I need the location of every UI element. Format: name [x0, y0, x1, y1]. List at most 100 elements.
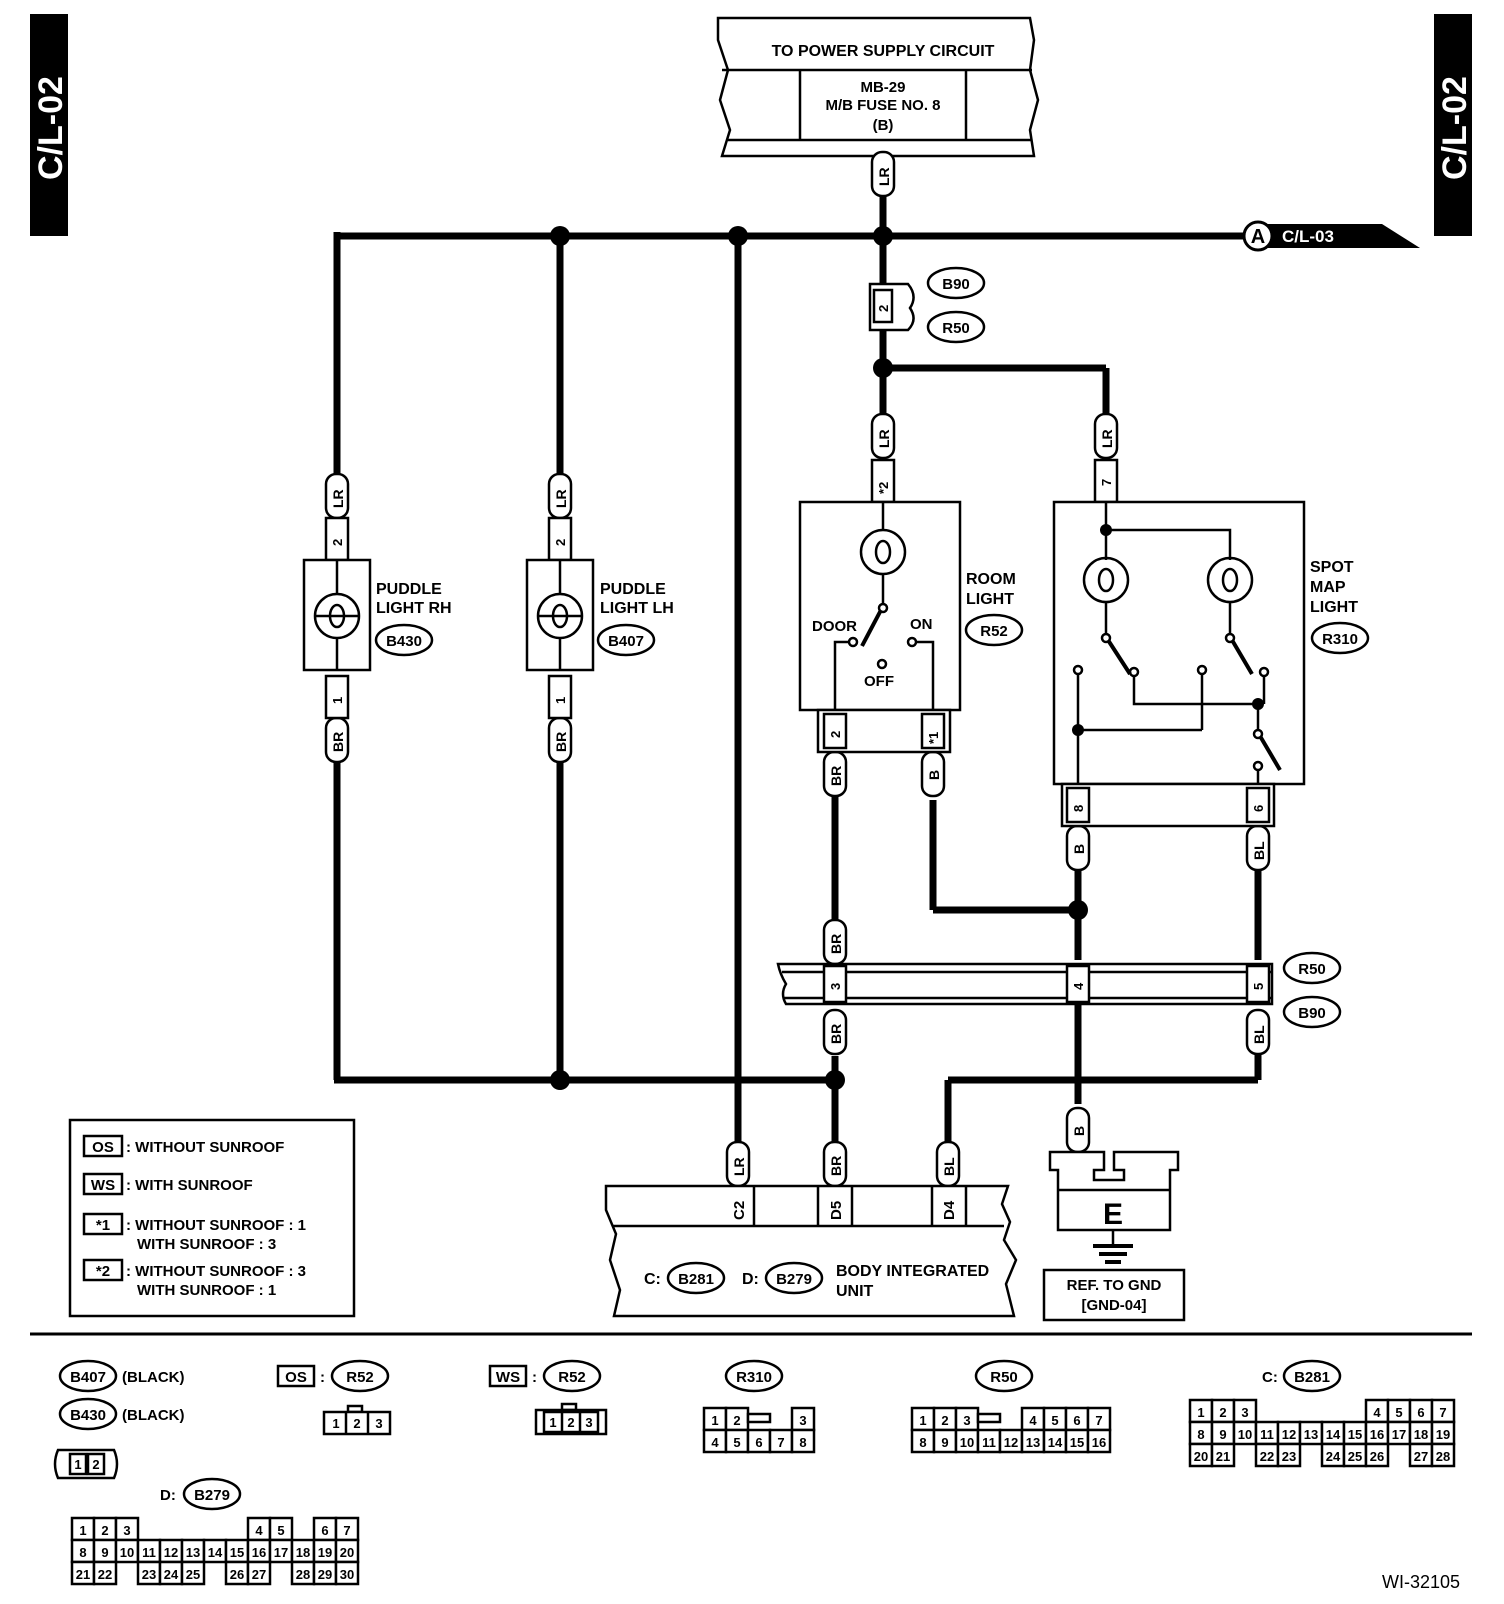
pin-number: 1: [79, 1523, 86, 1538]
biu-line1: BODY INTEGRATED: [836, 1263, 989, 1280]
svg-text:1: 1: [332, 1416, 339, 1431]
pin-number: 4: [255, 1523, 263, 1538]
pin-number: 15: [1070, 1435, 1084, 1450]
svg-text:B: B: [1071, 1126, 1087, 1136]
pin-number: 14: [1048, 1435, 1063, 1450]
connector-b90-r50-top: 2 B90 R50: [868, 266, 986, 344]
legend-code-3: *2: [96, 1263, 110, 1280]
spot-map-light: 7 8 6 SPOT MAP: [1052, 458, 1370, 828]
conn-b90-harness: B90: [1298, 1005, 1326, 1022]
pin-number: 5: [1395, 1405, 1402, 1420]
tag-br-mid: BR: [822, 918, 848, 966]
puddle-lh-line2: LIGHT LH: [600, 600, 674, 617]
tag-lr-supply: LR: [870, 150, 896, 198]
svg-text:R52: R52: [558, 1369, 586, 1386]
svg-text:BR: BR: [828, 766, 844, 786]
pin-number: 4: [711, 1435, 719, 1450]
conn-r50-top: R50: [942, 320, 970, 337]
svg-text:BL: BL: [1251, 1025, 1267, 1044]
pin-number: 19: [1436, 1427, 1450, 1442]
pin-number: 12: [1282, 1427, 1296, 1442]
legend-code-0: OS: [92, 1139, 114, 1156]
svg-text:R50: R50: [990, 1369, 1018, 1386]
legend-text-2: : WITHOUT SUNROOF : 1: [126, 1217, 306, 1234]
svg-text:1: 1: [549, 1415, 556, 1430]
pin-number: 7: [343, 1523, 350, 1538]
svg-text:WS: WS: [496, 1369, 520, 1386]
pin-number: 5: [1051, 1413, 1058, 1428]
pin-number: 1: [711, 1413, 718, 1428]
pin-number: 3: [963, 1413, 970, 1428]
puddle-light-lh: 2 1 PUDDLE LIGHT LH B407: [525, 516, 674, 720]
svg-text:R52: R52: [346, 1369, 374, 1386]
svg-text:*2: *2: [876, 482, 891, 494]
pin-number: 23: [142, 1567, 156, 1582]
pin-number: 18: [296, 1545, 310, 1560]
legend-text-3: : WITHOUT SUNROOF : 3: [126, 1263, 306, 1280]
pin-number: 3: [1241, 1405, 1248, 1420]
svg-text:B430: B430: [70, 1407, 106, 1424]
pin-number: 12: [164, 1545, 178, 1560]
pin-number: 19: [318, 1545, 332, 1560]
view-b407-body: 1 2: [53, 1448, 119, 1480]
view-r52-ws-body: 1 2 3: [534, 1402, 608, 1436]
puddle-lh-line1: PUDDLE: [600, 581, 666, 598]
pin-number: 14: [1326, 1427, 1341, 1442]
pin-number: 10: [1238, 1427, 1252, 1442]
page-tag-right-text: C/L-02: [1436, 76, 1474, 180]
room-line2: LIGHT: [966, 591, 1014, 608]
pin-number: 8: [799, 1435, 806, 1450]
svg-text:2: 2: [567, 1415, 574, 1430]
pin-number: 20: [1194, 1449, 1208, 1464]
svg-text:B: B: [926, 770, 942, 780]
page-tag-left-text: C/L-02: [32, 76, 70, 180]
conn-b90-top: B90: [942, 276, 970, 293]
pin-number: 3: [799, 1413, 806, 1428]
conn-r50-harness: R50: [1298, 961, 1326, 978]
pin-number: 16: [252, 1545, 266, 1560]
svg-text:LR: LR: [876, 167, 892, 186]
view-r52-os-body: 1 2 3: [322, 1404, 392, 1436]
puddle-rh-line2: LIGHT RH: [376, 600, 452, 617]
svg-text:1: 1: [553, 697, 568, 704]
wire-tags: LR LR LR LR LR BR BR BR B B BL BR BR BL …: [324, 150, 1271, 1188]
svg-text:B279: B279: [194, 1487, 230, 1504]
pin-number: 18: [1414, 1427, 1428, 1442]
svg-text:BR: BR: [828, 1156, 844, 1176]
tag-lr-room: LR: [870, 412, 896, 460]
svg-text:B281: B281: [1294, 1369, 1330, 1386]
puddle-light-rh: 2 1 PUDDLE LIGHT RH B430: [302, 516, 452, 720]
svg-text:5: 5: [1251, 983, 1266, 990]
conn-r310: R310: [1322, 631, 1358, 648]
pin-number: 10: [120, 1545, 134, 1560]
pin-number: 6: [1073, 1413, 1080, 1428]
pin-number: 29: [318, 1567, 332, 1582]
pin-number: 16: [1370, 1427, 1384, 1442]
pin-number: 20: [340, 1545, 354, 1560]
svg-text:1: 1: [330, 697, 345, 704]
pin-number: 6: [1417, 1405, 1424, 1420]
svg-text:2: 2: [330, 539, 345, 546]
pin-number: 9: [941, 1435, 948, 1450]
svg-text:C2: C2: [731, 1201, 748, 1220]
tag-br-lh: BR: [547, 716, 573, 764]
conn-b279: B279: [776, 1271, 812, 1288]
tag-b-spot: B: [1065, 824, 1091, 872]
pin-number: 26: [1370, 1449, 1384, 1464]
svg-text:LR: LR: [330, 489, 346, 508]
pin-number: 5: [733, 1435, 740, 1450]
room-line1: ROOM: [966, 571, 1016, 588]
pin-number: 28: [296, 1567, 310, 1582]
legend-code-1: WS: [91, 1177, 115, 1194]
pin-number: 24: [1326, 1449, 1341, 1464]
pin-number: 23: [1282, 1449, 1296, 1464]
pin-number: 2: [1219, 1405, 1226, 1420]
svg-text::: :: [532, 1369, 537, 1386]
spot-line1: SPOT: [1310, 559, 1354, 576]
pin-number: 11: [1260, 1427, 1274, 1442]
